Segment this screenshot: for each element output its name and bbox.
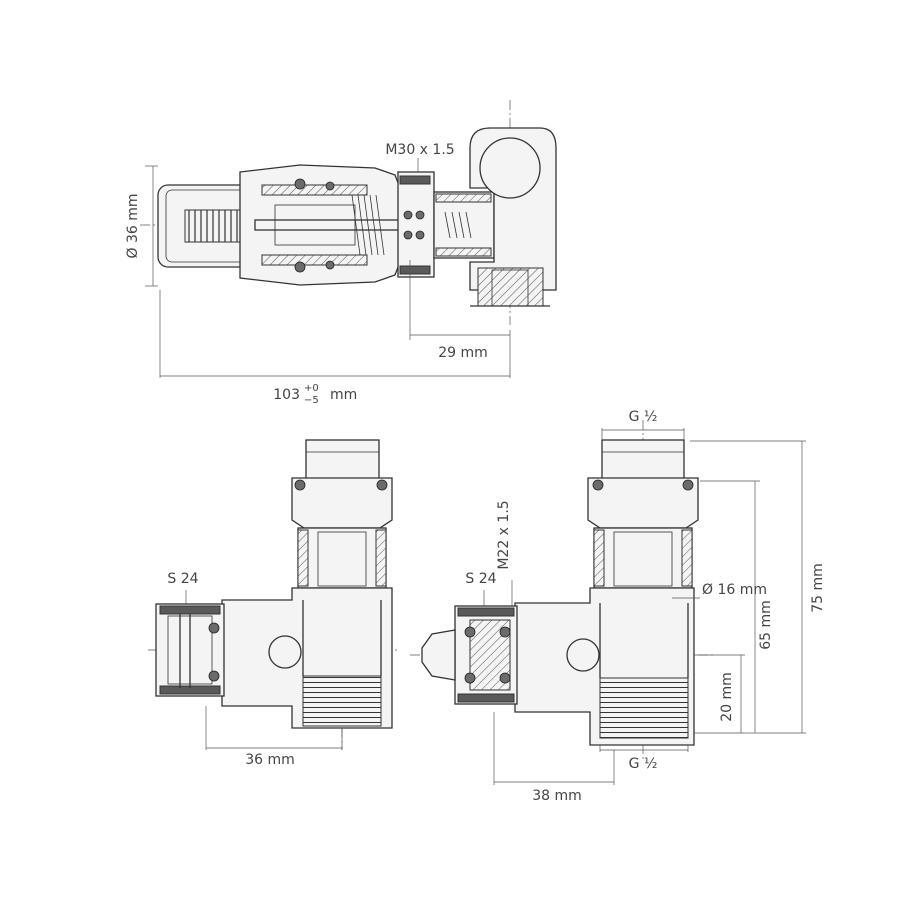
dim-103-label: 103 [273,387,300,403]
head-oring-top-2 [325,181,335,191]
right-top-coupling [601,439,685,481]
insert-oring-2 [403,230,413,240]
head-wall-lower [261,254,368,266]
elbow-port-circle [479,137,541,199]
left-view-valve: S 24 36 mm [148,439,400,768]
right-dim-m22-label: M22 x 1.5 [496,500,512,569]
right-top-nut [587,477,699,529]
right-side-nut-band-bottom [457,693,515,703]
spring-coil [351,194,385,256]
head-body [239,164,401,286]
right-dim-g12-top-label: G ½ [629,409,658,425]
head-oring-top [294,178,306,190]
left-body-side-port [268,635,302,669]
left-nut-oring-right [376,479,388,491]
right-dim-g12-bottom-label: G ½ [629,756,658,772]
left-top-coupling [305,439,380,481]
right-dim-d16-label: Ø 16 mm [702,582,767,598]
left-stem-wall-left [297,529,309,587]
left-side-nut-band-top [159,605,221,615]
right-dim-38-label: 38 mm [532,788,582,804]
dim-103-tol-upper: +0 [304,383,319,394]
right-stem-wall-right [681,529,693,587]
insert-oring-1 [403,210,413,220]
right-tail-piece [421,629,456,681]
union-nut-m30 [397,171,435,278]
union-nut-band-top [399,175,431,185]
right-body-side-port [566,638,600,672]
right-nut-oring-right [682,479,694,491]
dim-diameter-36-label: Ø 36 mm [125,193,141,258]
union-nut-band-bottom [399,265,431,275]
head-oring-bottom [294,261,306,273]
left-dim-36-label: 36 mm [245,752,295,768]
left-nut-oring-left [294,479,306,491]
head-wall-upper [261,184,368,196]
top-view-valve-section: Ø 36 mm M30 x 1.5 29 mm 103 +0 −5 mm [125,100,557,406]
dim-103-unit: mm [330,387,357,403]
left-dim-s24-label: S 24 [167,571,198,587]
insert-oring-4 [415,230,425,240]
right-upper-stem [593,527,693,589]
right-dim-65-label: 65 mm [758,600,774,650]
insert-oring-3 [415,210,425,220]
right-dim-s24-label: S 24 [465,571,496,587]
dim-m30-label: M30 x 1.5 [385,142,454,158]
right-stem-bore [613,531,673,587]
left-upper-stem [297,527,387,589]
left-stem-wall-right [375,529,387,587]
right-stem-wall-left [593,529,605,587]
elbow-thread-section [477,267,544,307]
spindle-housing [274,204,356,246]
right-view-valve: S 24 M22 x 1.5 G ½ G ½ Ø 16 mm 20 mm 65 … [410,409,826,804]
right-nut-oring-left [592,479,604,491]
insert-wall-upper [435,193,492,203]
head-oring-bottom-2 [325,260,335,270]
insert-wall-lower [435,247,492,257]
left-stem-bore [317,531,367,587]
right-dim-75-label: 75 mm [810,563,826,613]
right-side-nut-band-top [457,607,515,617]
left-bottom-thread [302,675,382,727]
right-bottom-thread [599,677,689,739]
right-dim-20-label: 20 mm [719,672,735,722]
dim-103-tol-lower: −5 [304,395,319,406]
insert-spring [444,211,472,239]
dim-29-label: 29 mm [438,345,488,361]
